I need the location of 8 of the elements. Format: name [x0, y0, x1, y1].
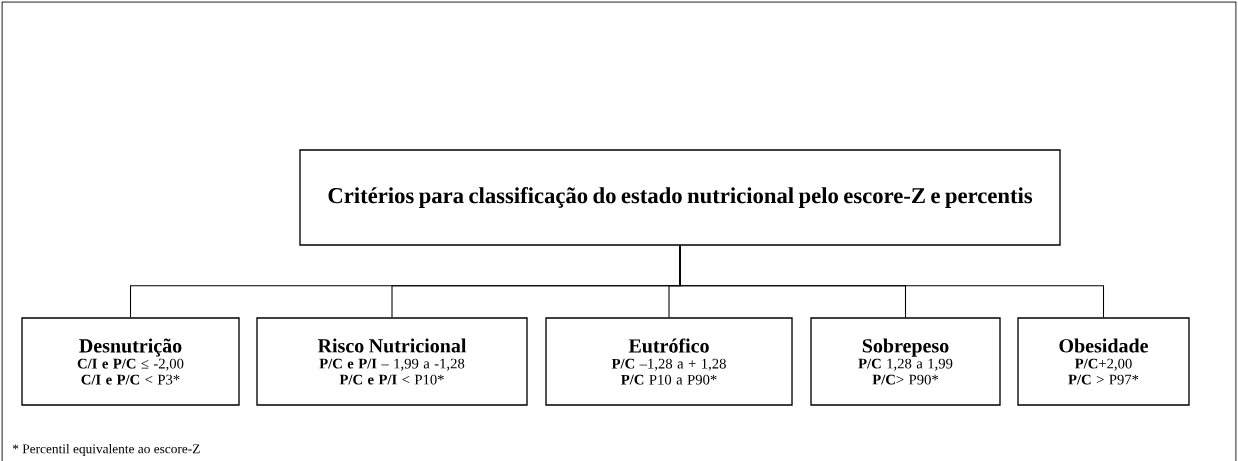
category-box: Eutrófico P/C –1,28 a + 1,28 P/C P10 a P90* [545, 317, 793, 406]
category-box: Sobrepeso P/C 1,28 a 1,99 P/C> P90* [810, 317, 1001, 406]
connector-line [679, 245, 1105, 318]
category-box: Risco Nutricional P/C e P/I – 1,99 a -1,28 P/C e P/I < P10* [256, 317, 528, 406]
footnote: * Percentil equivalente ao escore-Z [12, 443, 200, 457]
category-box: Obesidade P/C+2,00 P/C > P97* [1017, 317, 1190, 406]
title-box: Critérios para classificação do estado nutricional pelo escore-Z e percentis [299, 149, 1061, 246]
category-box: Desnutrição C/I e P/C ≤ -2,00 C/I e P/C < P3* [21, 317, 240, 406]
